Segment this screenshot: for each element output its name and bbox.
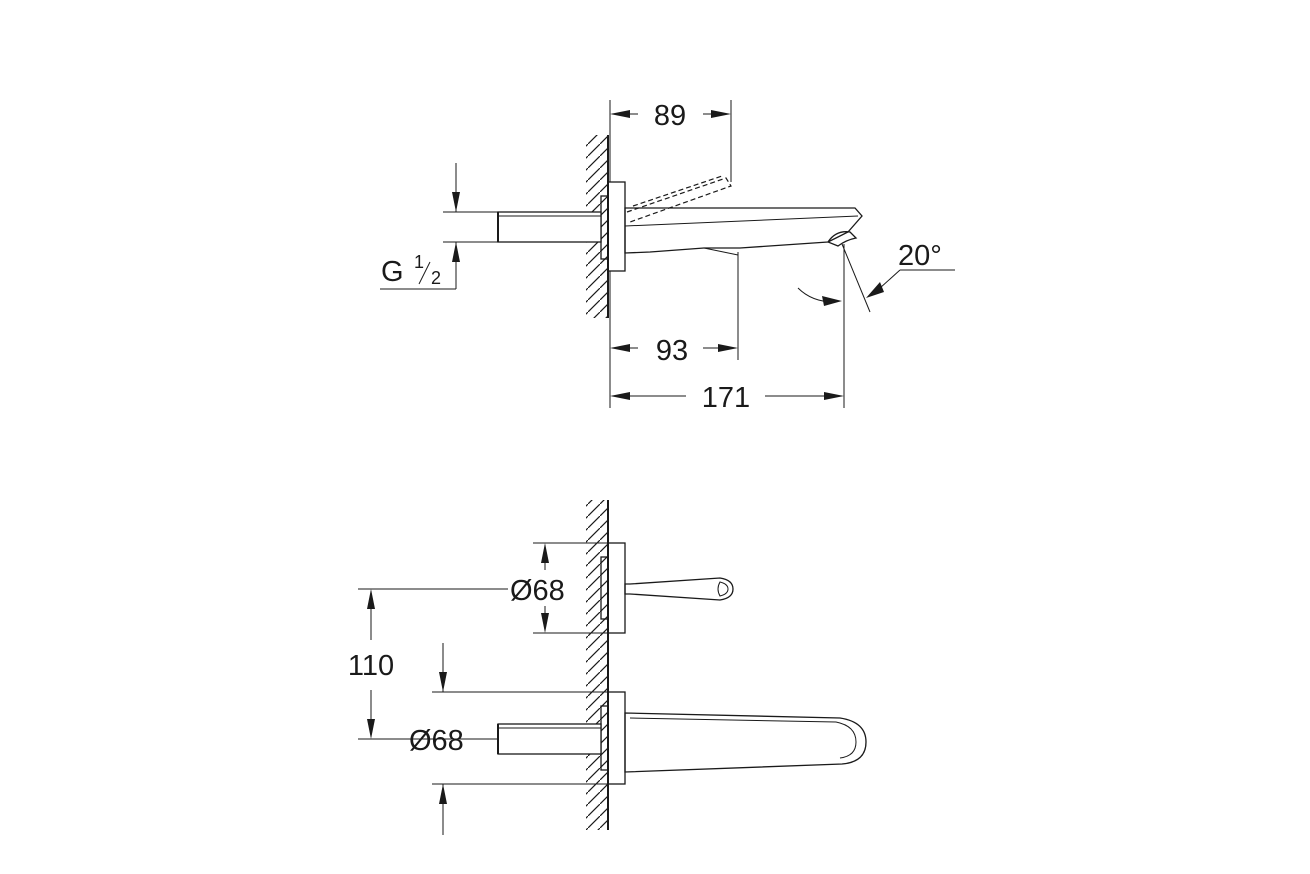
dim-110: 110 [348, 589, 498, 740]
side-lever-dashed [626, 175, 732, 223]
spacing-label: 110 [348, 650, 394, 682]
dim-thread: G 1 2 [380, 163, 498, 290]
dim-angle: 20° [797, 240, 955, 313]
top-view: Ø68 110 Ø68 [348, 500, 867, 835]
dim-lever-diameter: Ø68 [358, 542, 608, 634]
angle-label: 20° [898, 240, 942, 272]
top-pipe [497, 723, 602, 755]
dim-89-label: 89 [654, 100, 686, 132]
dim-93-label: 93 [656, 335, 688, 367]
spout-top [624, 712, 867, 773]
top-wall [586, 500, 609, 830]
side-pipe [497, 211, 602, 243]
spout-diameter-label: Ø68 [409, 725, 464, 757]
dim-171: 171 [610, 244, 845, 414]
side-spout [624, 207, 863, 256]
lever-diameter-label: Ø68 [510, 575, 565, 607]
side-view: 89 G 1 2 20° [380, 100, 955, 414]
thread-letter: G [381, 256, 404, 288]
thread-denominator: 2 [431, 268, 441, 288]
dim-89: 89 [609, 100, 732, 182]
dim-spout-diameter: Ø68 [409, 643, 608, 835]
dim-171-label: 171 [702, 382, 750, 414]
lever-handle [624, 577, 734, 601]
dim-93: 93 [609, 252, 739, 408]
thread-numerator: 1 [414, 252, 424, 272]
